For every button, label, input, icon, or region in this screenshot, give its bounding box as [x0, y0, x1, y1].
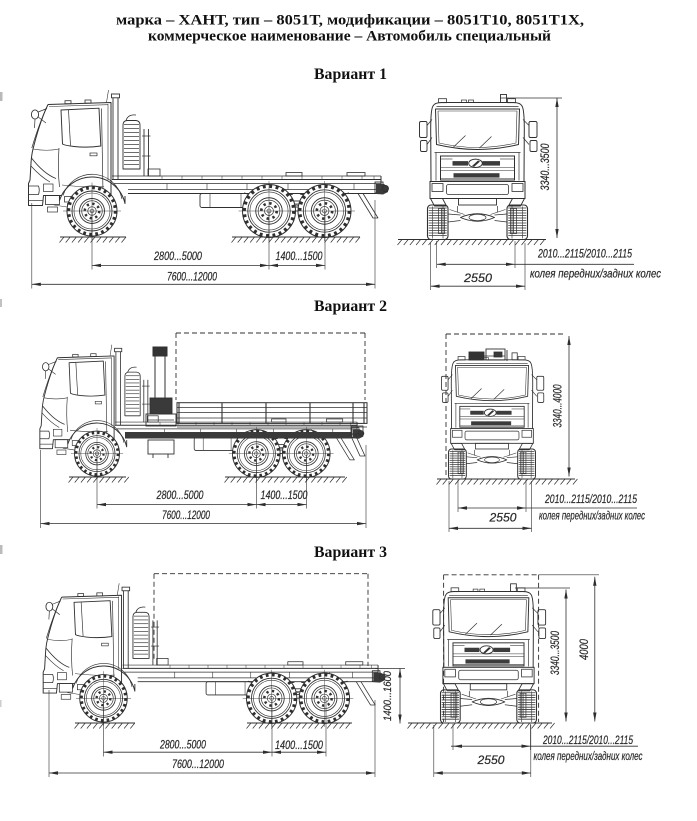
svg-text:2010...2115/2010...2115: 2010...2115/2010...2115 — [544, 492, 637, 506]
svg-text:7600...12000: 7600...12000 — [167, 270, 217, 284]
svg-text:Вариант 3: Вариант 3 — [314, 544, 387, 561]
svg-text:3340...3500: 3340...3500 — [538, 143, 552, 190]
svg-text:2550: 2550 — [476, 753, 504, 767]
svg-text:2800...5000: 2800...5000 — [153, 249, 202, 263]
svg-text:7600...12000: 7600...12000 — [162, 508, 210, 522]
svg-text:2010...2115/2010...2115: 2010...2115/2010...2115 — [537, 247, 632, 261]
svg-text:2800...5000: 2800...5000 — [156, 488, 204, 502]
svg-text:1400...1600: 1400...1600 — [382, 670, 394, 721]
svg-text:2550: 2550 — [488, 511, 516, 525]
svg-text:2010...2115/2010...2115: 2010...2115/2010...2115 — [542, 733, 633, 747]
svg-text:1400...1500: 1400...1500 — [276, 249, 323, 263]
svg-text:марка – ХАНТ, тип – 8051Т, мод: марка – ХАНТ, тип – 8051Т, модификации –… — [116, 13, 584, 29]
svg-text:Вариант 2: Вариант 2 — [314, 298, 387, 315]
svg-text:колея передних/задних колес: колея передних/задних колес — [530, 267, 661, 281]
svg-text:7600...12000: 7600...12000 — [172, 757, 224, 771]
svg-text:2800...5000: 2800...5000 — [159, 738, 206, 752]
svg-text:коммерческое наименование – Ав: коммерческое наименование – Автомобиль с… — [148, 29, 551, 45]
svg-text:4000: 4000 — [577, 639, 591, 660]
svg-text:3340...4000: 3340...4000 — [551, 384, 565, 427]
svg-text:колея передних/задних колес: колея передних/задних колес — [534, 749, 643, 763]
svg-text:1400...1500: 1400...1500 — [261, 488, 308, 502]
svg-text:3340...3500: 3340...3500 — [548, 631, 562, 675]
svg-text:2550: 2550 — [463, 271, 492, 285]
svg-text:Вариант 1: Вариант 1 — [314, 66, 387, 83]
svg-text:1400...1500: 1400...1500 — [275, 738, 323, 752]
svg-text:колея передних/задних колес: колея передних/задних колес — [539, 509, 645, 523]
